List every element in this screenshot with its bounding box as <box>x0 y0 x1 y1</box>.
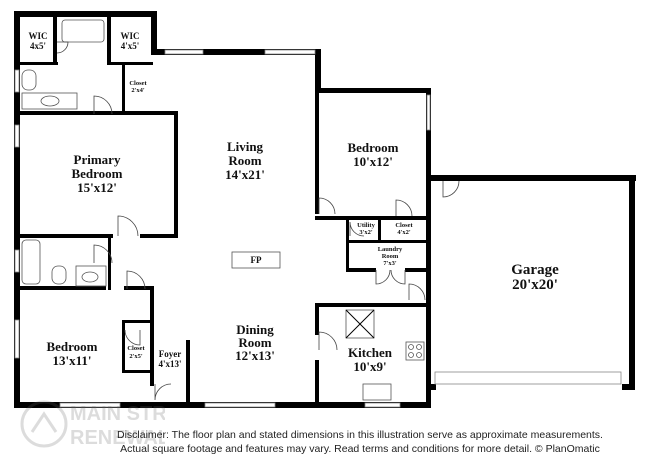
primary-bedroom-size: 15'x12' <box>77 180 117 195</box>
disclaimer-line1: Disclaimer: The floor plan and stated di… <box>117 429 603 441</box>
doors <box>56 41 460 401</box>
disclaimer: Disclaimer: The floor plan and stated di… <box>100 428 620 456</box>
garage-name: Garage <box>511 262 559 278</box>
bedroom-ne-size: 10'x12' <box>353 154 393 169</box>
room-labels: WIC 4x5' WIC 4'x5' Closet 2'x4' Primary … <box>28 31 559 374</box>
watermark-text1: MAIN STREET <box>70 403 165 425</box>
closet-ne-name: Closet <box>395 222 413 229</box>
wic-left-name: WIC <box>28 31 47 41</box>
laundry-name2: Room <box>382 253 399 260</box>
wic-left-size: 4x5' <box>30 41 46 51</box>
closet-sw-name: Closet <box>127 345 145 352</box>
living-room-name2: Room <box>228 153 261 168</box>
closet-primary-name: Closet <box>129 80 147 87</box>
bedroom-ne-name: Bedroom <box>347 140 398 155</box>
disclaimer-line2: Actual square footage and features may v… <box>120 443 600 455</box>
kitchen-name: Kitchen <box>348 345 393 360</box>
living-room-size: 14'x21' <box>225 167 265 182</box>
closet-sw-size: 2'x5' <box>129 353 143 360</box>
closet-ne-size: 4'x2' <box>397 229 411 236</box>
fixtures <box>21 19 425 401</box>
walls <box>14 11 636 408</box>
garage-size: 20'x20' <box>512 277 558 293</box>
watermark-logo: MAIN STREET RENEWAL <box>20 400 165 449</box>
bedroom-sw-size: 13'x11' <box>52 353 91 368</box>
laundry-size: 7'x3' <box>383 260 397 267</box>
kitchen-size: 10'x9' <box>353 359 386 374</box>
wic-right-size: 4'x5' <box>121 41 140 51</box>
primary-bedroom-name2: Bedroom <box>71 166 122 181</box>
dining-room-name2: Room <box>238 335 271 350</box>
utility-name: Utility <box>357 222 375 229</box>
dining-room-size: 12'x13' <box>235 348 275 363</box>
fireplace-label: FP <box>251 255 262 265</box>
bedroom-sw-name: Bedroom <box>46 339 97 354</box>
watermark-text2: RENEWAL <box>70 427 165 449</box>
laundry-name1: Laundry <box>378 246 403 253</box>
closet-primary-size: 2'x4' <box>131 87 145 94</box>
foyer-name: Foyer <box>159 349 182 359</box>
foyer-size: 4'x13' <box>158 359 181 369</box>
wic-right-name: WIC <box>120 31 139 41</box>
utility-size: 3'x2' <box>359 229 373 236</box>
primary-bedroom-name1: Primary <box>74 152 121 167</box>
living-room-name1: Living <box>227 139 264 154</box>
windows <box>14 49 622 408</box>
dining-room-name1: Dining <box>236 322 274 337</box>
